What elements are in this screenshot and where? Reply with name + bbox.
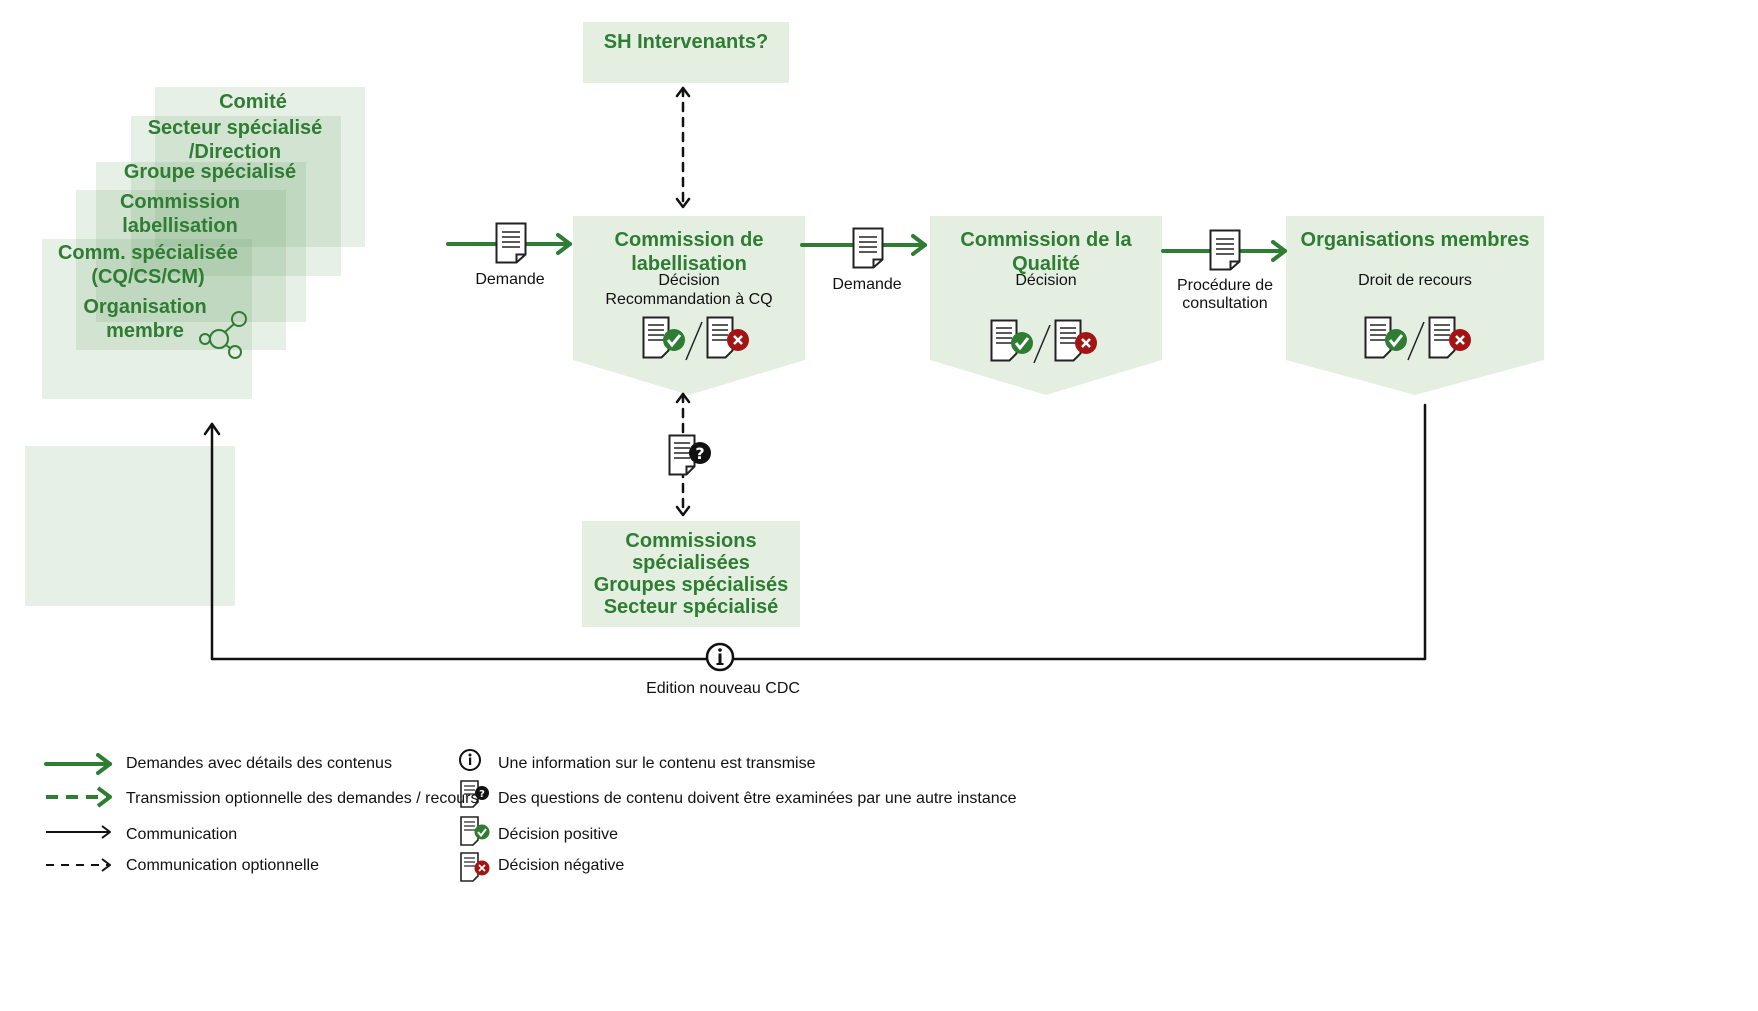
negative-decision-icon [1054,319,1097,362]
legend-label-negative: Décision négative [498,857,625,874]
cl-title: Commission de labellisation [614,229,764,275]
sh-intervenants-box [583,22,789,83]
stack-label-commission: Commission labellisation [119,191,241,237]
decision-icons-cq [990,319,1097,364]
sheet-secteur [131,116,341,276]
document-icon-procedure [1209,229,1241,271]
legend-positive-icon [460,816,490,846]
legend-question-icon: ? [460,780,489,808]
cq-title: Commission de la Qualité [960,229,1132,275]
legend-solid-black-arrow [46,825,111,839]
om-box-shape [1286,216,1544,395]
sheet-commission [76,190,286,350]
network-icon [199,311,247,359]
negative-decision-icon [1428,316,1471,359]
info-icon-flow [705,642,735,672]
cq-subtitle: Décision [1015,272,1077,289]
feedback-line [210,403,1427,661]
legend-label-solid-black: Communication [126,826,238,843]
sheet-comite [155,87,365,247]
legend-label-question: Des questions de contenu doivent être ex… [498,790,1017,807]
commissions-specialisees-box [582,521,800,627]
decision-icons-cl [642,316,749,361]
stack-label-groupe: Groupe spécialisé [123,161,297,183]
legend-negative-icon [460,852,490,882]
legend-info-icon [459,749,481,771]
cl-box-shape [573,216,805,395]
label-procedure: Procédure de consultation [1176,277,1274,312]
positive-decision-icon [990,319,1033,362]
commissions-specialisees-title: Commissions spécialisées Groupes spécial… [593,530,789,618]
sh-intervenants-title: SH Intervenants? [603,31,769,53]
sheet-blank [25,446,235,606]
legend-solid-green-arrow [44,753,112,775]
legend-dashed-black-arrow [46,858,111,872]
legend-label-dashed-black: Communication optionnelle [126,857,319,874]
label-demande-1: Demande [475,271,545,288]
positive-decision-icon [642,316,685,359]
svg-text:?: ? [695,444,704,463]
legend-dashed-green-arrow [46,786,112,808]
legend-label-dashed-green: Transmission optionnelle des demandes / … [126,790,479,807]
legend-label-solid-green: Demandes avec détails des contenus [126,755,392,772]
document-icon-demande-1 [495,222,527,264]
positive-decision-icon [1364,316,1407,359]
cl-subtitle: Décision Recommandation à CQ [605,272,773,308]
label-edition: Edition nouveau CDC [646,680,800,697]
stack-label-comite: Comité [219,91,287,113]
legend-label-positive: Décision positive [498,826,619,843]
label-demande-2: Demande [832,276,902,293]
sheet-comm-specialisee [42,239,252,399]
cq-box-shape [930,216,1162,395]
decision-icons-om [1364,316,1471,361]
stack-label-comm-specialisee: Comm. spécialisée (CQ/CS/CM) [57,242,239,288]
sheet-groupe [96,162,306,322]
om-subtitle: Droit de recours [1358,272,1472,289]
question-document-icon: ? [668,434,711,476]
document-icon-demande-2 [852,227,884,269]
svg-text:?: ? [479,789,485,800]
negative-decision-icon [706,316,749,359]
legend-label-info: Une information sur le contenu est trans… [498,755,816,772]
om-title: Organisations membres [1300,229,1530,251]
stack-label-secteur: Secteur spécialisé /Direction [147,117,323,163]
stack-label-organisation: Organisation membre [83,296,207,342]
